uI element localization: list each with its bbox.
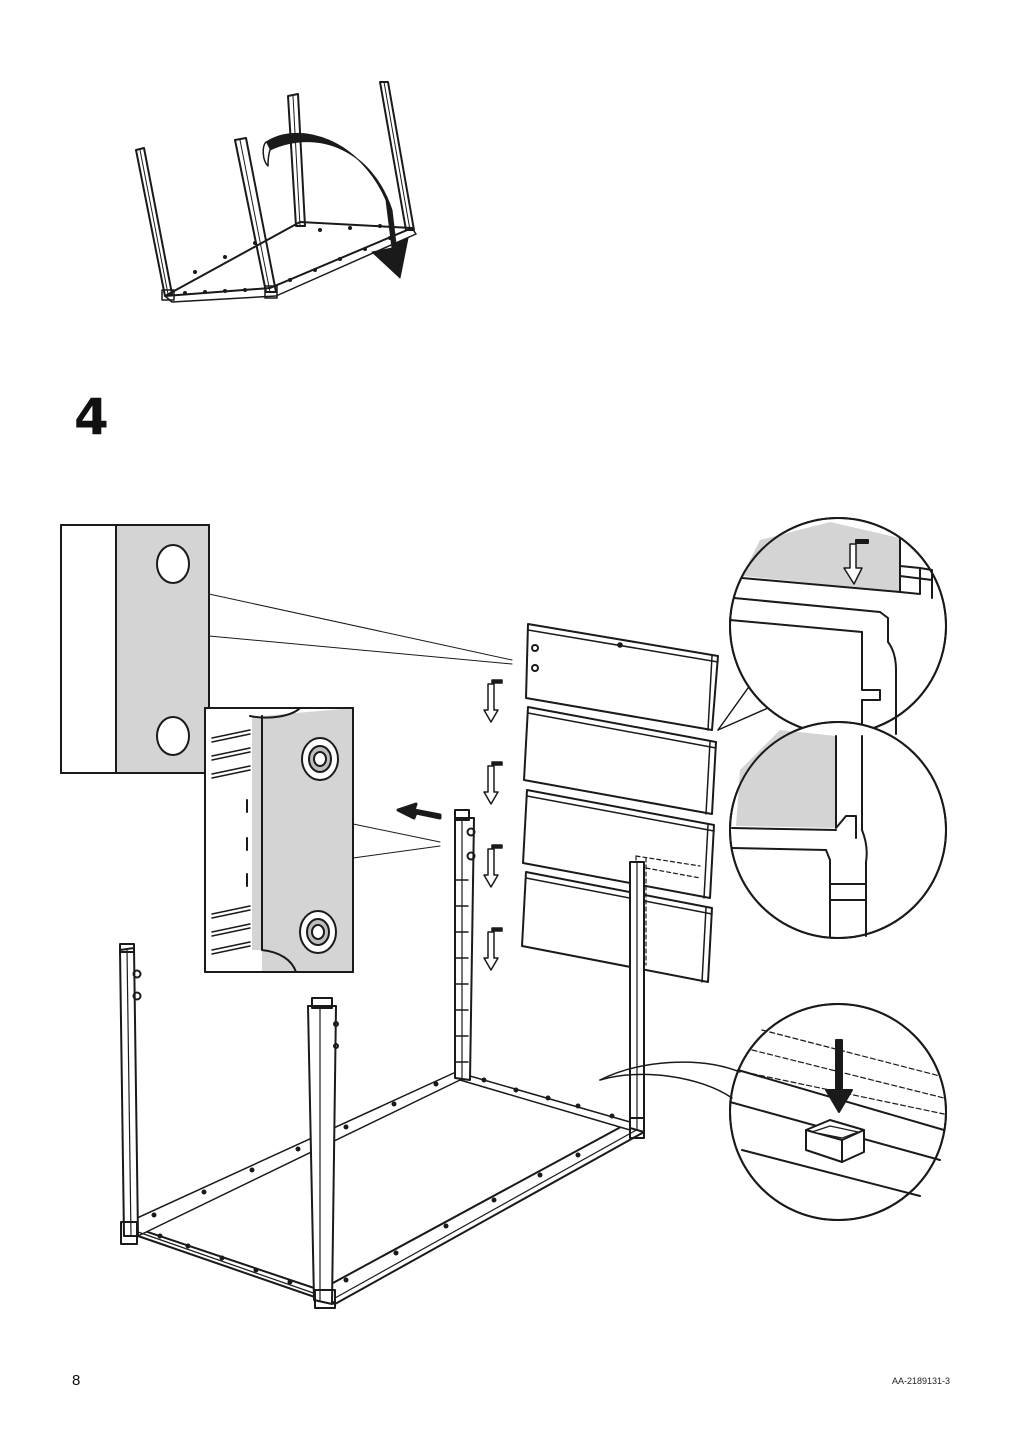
- insert-arrow-icon: [825, 1039, 853, 1113]
- document-code: AA-2189131-3: [891, 1376, 950, 1386]
- detail-plain-holes: [60, 524, 513, 774]
- detail-circle-top: [717, 517, 947, 735]
- step-number: 4: [74, 388, 109, 446]
- detail-circle-bottom: [599, 1003, 947, 1221]
- flipped-frame-drawing: [135, 81, 417, 303]
- rotate-arrow-icon: [262, 132, 409, 279]
- main-frame-drawing: [119, 809, 645, 1309]
- push-arrow-icon: [396, 802, 442, 820]
- hollow-down-arrow-icon: [483, 679, 503, 971]
- page-number: 8: [72, 1372, 81, 1389]
- detail-threaded-inserts: [204, 707, 441, 973]
- detail-circle-middle: [729, 721, 947, 939]
- side-panels: [521, 623, 719, 983]
